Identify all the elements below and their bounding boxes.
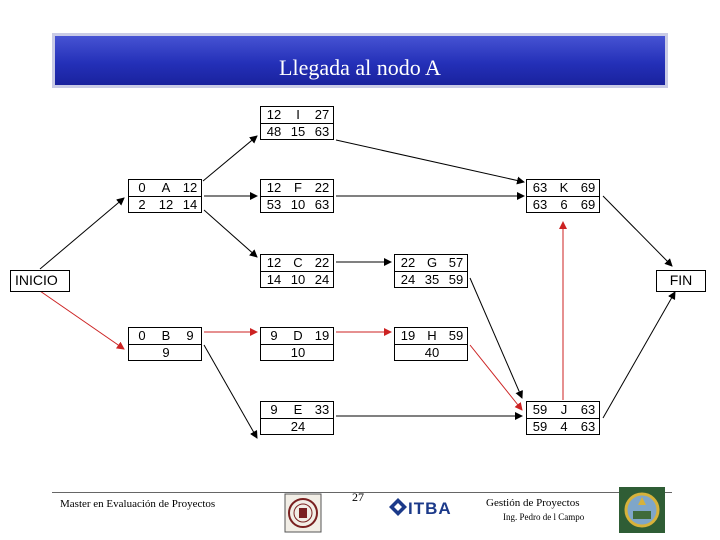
node-d-es: 9: [270, 328, 278, 343]
footer-subject: Gestión de Proyectos: [486, 497, 580, 509]
node-e: 9 E 33 24: [260, 401, 334, 435]
node-k: 63 K 69 63 6 69: [526, 179, 600, 213]
node-d-ef: 19: [314, 328, 330, 343]
node-g-ef: 57: [448, 255, 464, 270]
node-k-name: K: [559, 180, 569, 195]
node-a-ls: 2: [138, 197, 146, 212]
node-c-ef: 22: [314, 255, 330, 270]
title-bar: Llegada al nodo A: [52, 33, 668, 88]
node-k-dur: 6: [560, 197, 568, 212]
node-k-lf: 69: [580, 197, 596, 212]
itba-logo-icon: [389, 498, 407, 516]
end-label: FIN: [669, 272, 693, 288]
node-i-es: 12: [266, 107, 282, 122]
node-h-dur: 40: [424, 345, 440, 360]
node-c-lf: 24: [314, 272, 330, 287]
node-c-dur: 10: [290, 272, 306, 287]
node-h-ef: 59: [448, 328, 464, 343]
edge-inicio-a: [39, 197, 125, 270]
node-e-name: E: [293, 402, 303, 417]
university-seal-icon: [284, 493, 322, 533]
node-i-name: I: [296, 107, 300, 122]
node-a: 0 A 12 2 12 14: [128, 179, 202, 213]
node-d-name: D: [293, 328, 303, 343]
node-k-es: 63: [532, 180, 548, 195]
node-i-ef: 27: [314, 107, 330, 122]
node-g: 22 G 57 24 35 59: [394, 254, 468, 288]
node-b-es: 0: [138, 328, 146, 343]
node-h-name: H: [427, 328, 437, 343]
footer-course: Master en Evaluación de Proyectos: [60, 498, 216, 510]
node-j-ls: 59: [532, 419, 548, 434]
node-b: 0 B 9 9: [128, 327, 202, 361]
node-k-ef: 69: [580, 180, 596, 195]
node-a-lf: 14: [182, 197, 198, 212]
edge-inicio-b: [39, 290, 125, 350]
node-g-dur: 35: [424, 272, 440, 287]
node-i: 12 I 27 48 15 63: [260, 106, 334, 140]
edge-j-fin: [602, 291, 676, 419]
edge-b-e: [203, 344, 258, 439]
node-a-dur: 12: [158, 197, 174, 212]
node-h: 19 H 59 40: [394, 327, 468, 361]
node-e-ef: 33: [314, 402, 330, 417]
node-a-ef: 12: [182, 180, 198, 195]
node-j-ef: 63: [580, 402, 596, 417]
start-node: INICIO: [10, 270, 70, 292]
node-j-name: J: [560, 402, 568, 417]
node-d-dur: 10: [290, 345, 306, 360]
node-j-es: 59: [532, 402, 548, 417]
start-label: INICIO: [15, 272, 58, 288]
node-b-dur: 9: [162, 345, 170, 360]
node-c-name: C: [293, 255, 303, 270]
edge-h-j: [469, 344, 523, 411]
edge-i-k: [335, 139, 525, 185]
node-b-ef: 9: [186, 328, 194, 343]
node-e-dur: 24: [290, 419, 306, 434]
crest-icon: [619, 487, 665, 533]
node-f-es: 12: [266, 180, 282, 195]
node-f-ef: 22: [314, 180, 330, 195]
node-f-dur: 10: [290, 197, 306, 212]
page-number: 27: [352, 490, 364, 504]
itba-logo: ITBA: [408, 499, 452, 518]
node-b-name: B: [161, 328, 171, 343]
node-j-lf: 63: [580, 419, 596, 434]
node-g-lf: 59: [448, 272, 464, 287]
edge-a-i: [202, 135, 258, 182]
node-i-dur: 15: [290, 124, 306, 139]
footer-author: Ing. Pedro de l Campo: [503, 512, 585, 522]
node-c-ls: 14: [266, 272, 282, 287]
node-f-lf: 63: [314, 197, 330, 212]
node-c: 12 C 22 14 10 24: [260, 254, 334, 288]
end-node: FIN: [656, 270, 706, 292]
node-f-name: F: [294, 180, 302, 195]
node-h-es: 19: [400, 328, 416, 343]
node-g-name: G: [426, 255, 438, 270]
node-g-es: 22: [400, 255, 416, 270]
edge-g-j: [469, 277, 523, 399]
node-g-ls: 24: [400, 272, 416, 287]
node-i-lf: 63: [314, 124, 330, 139]
edge-k-fin: [602, 195, 673, 267]
footer-divider: [52, 492, 672, 493]
node-j-dur: 4: [560, 419, 568, 434]
edge-a-c: [203, 209, 258, 258]
node-k-ls: 63: [532, 197, 548, 212]
node-i-ls: 48: [266, 124, 282, 139]
slide-title: Llegada al nodo A: [279, 55, 441, 80]
node-c-es: 12: [266, 255, 282, 270]
node-d: 9 D 19 10: [260, 327, 334, 361]
node-a-name: A: [161, 180, 171, 195]
node-j: 59 J 63 59 4 63: [526, 401, 600, 435]
node-f: 12 F 22 53 10 63: [260, 179, 334, 213]
node-a-es: 0: [138, 180, 146, 195]
node-f-ls: 53: [266, 197, 282, 212]
node-e-es: 9: [270, 402, 278, 417]
